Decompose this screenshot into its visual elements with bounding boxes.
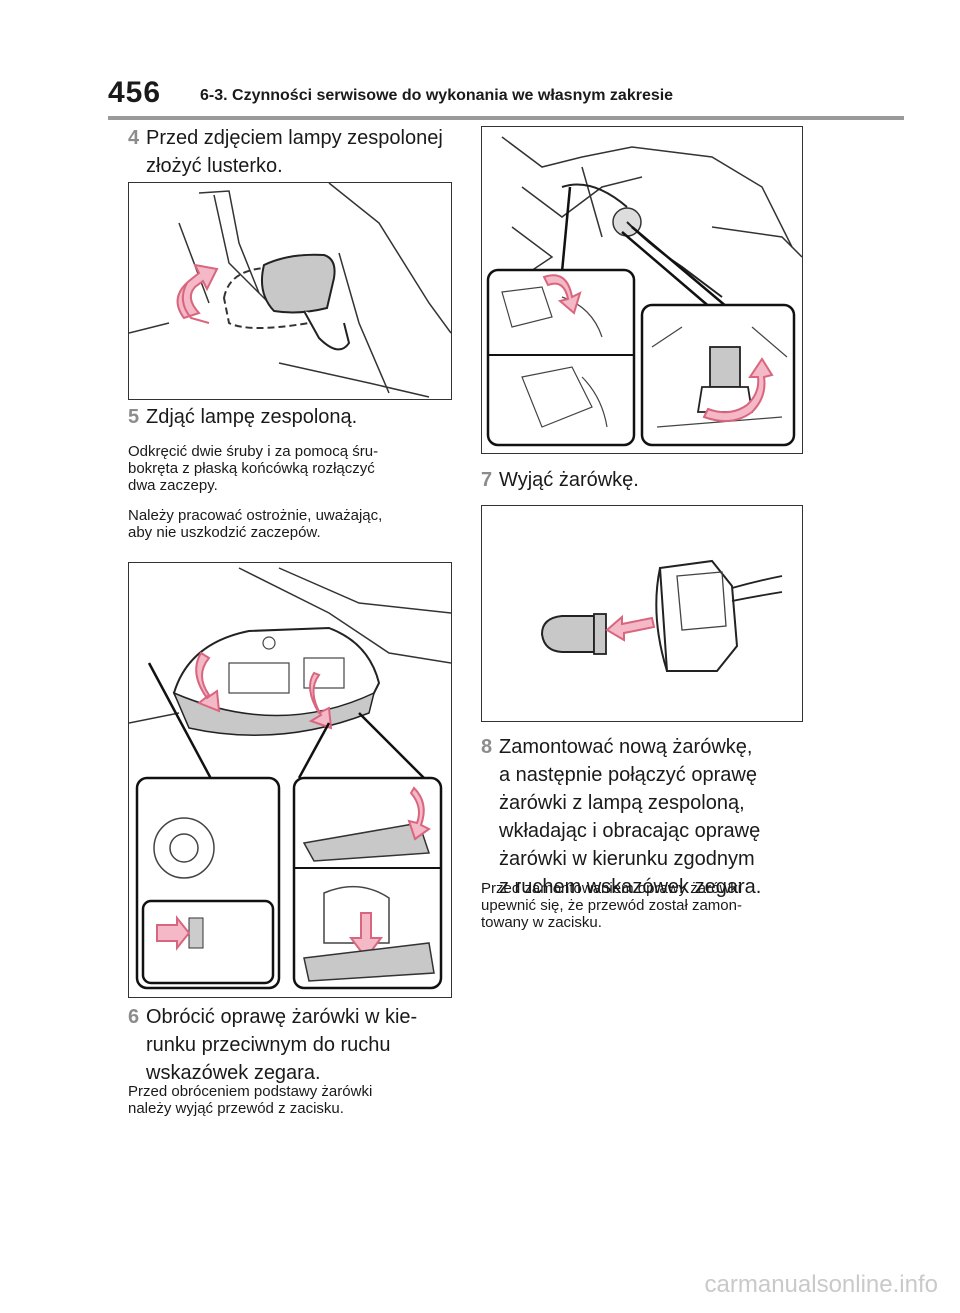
note-line: Odkręcić dwie śruby i za pomocą śru- — [128, 443, 379, 460]
note-line: dwa zaczepy. — [128, 477, 218, 494]
step-8-note: Przed zamontowaniem oprawy żarówki upewn… — [481, 880, 811, 931]
step-number: 5 — [128, 406, 140, 428]
step-number: 8 — [481, 736, 493, 758]
step-text: Zdjąć lampę zespoloną. — [146, 406, 358, 428]
step-text: wkładając i obracając oprawę — [499, 820, 761, 842]
step-text: wskazówek zegara. — [146, 1062, 321, 1084]
header-rule — [108, 116, 904, 120]
step-text: a następnie połączyć oprawę — [499, 764, 757, 786]
figure-remove-bulb — [481, 505, 803, 722]
step-text: żarówki z lampą zespoloną, — [499, 792, 745, 814]
step-7: 7 Wyjąć żarówkę. — [481, 466, 811, 494]
step-number: 7 — [481, 469, 493, 491]
step-6: 6 Obrócić oprawę żarówki w kie- runku prz… — [128, 1003, 458, 1087]
step-5-note-2: Należy pracować ostrożnie, uważając, aby… — [128, 507, 458, 541]
step-text: Zamontować nową żarówkę, — [499, 736, 753, 758]
note-line: towany w zacisku. — [481, 914, 602, 931]
note-line: aby nie uszkodzić zaczepów. — [128, 524, 321, 541]
step-text: żarówki w kierunku zgodnym — [499, 848, 755, 870]
section-title: 6-3. Czynności serwisowe do wykonania we… — [200, 87, 674, 104]
step-number: 6 — [128, 1006, 140, 1028]
figure-remove-lamp — [128, 562, 452, 998]
step-6-note: Przed obróceniem podstawy żarówki należy… — [128, 1083, 458, 1117]
figure-fold-mirror — [128, 182, 452, 400]
step-text: Przed zdjęciem lampy zespolonej — [146, 127, 443, 149]
step-number: 4 — [128, 127, 140, 149]
figure-rotate-socket — [481, 126, 803, 454]
page-number: 456 — [108, 76, 162, 109]
note-line: upewnić się, że przewód został zamon- — [481, 897, 742, 914]
step-8: 8 Zamontować nową żarówkę, a następnie po… — [481, 733, 811, 901]
step-text: Wyjąć żarówkę. — [499, 469, 639, 491]
step-text: Obrócić oprawę żarówki w kie- — [146, 1006, 418, 1028]
note-line: Przed obróceniem podstawy żarówki — [128, 1083, 373, 1100]
note-line: bokręta z płaską końcówką rozłączyć — [128, 460, 375, 477]
note-line: Należy pracować ostrożnie, uważając, — [128, 507, 383, 524]
step-text: złożyć lusterko. — [146, 155, 283, 177]
step-text: runku przeciwnym do ruchu — [146, 1034, 391, 1056]
step-text: z ruchem wskazówek zegara. — [499, 876, 762, 898]
note-line: należy wyjąć przewód z zacisku. — [128, 1100, 344, 1117]
step-5: 5 Zdjąć lampę zespoloną. — [128, 403, 458, 431]
note-line: Przed zamontowaniem oprawy żarówki — [481, 880, 742, 897]
step-4: 4 Przed zdjęciem lampy zespolonej złożyć … — [128, 124, 458, 180]
footer-watermark[interactable]: carmanualsonline.info — [704, 1271, 938, 1298]
step-5-note-1: Odkręcić dwie śruby i za pomocą śru- bok… — [128, 443, 458, 494]
